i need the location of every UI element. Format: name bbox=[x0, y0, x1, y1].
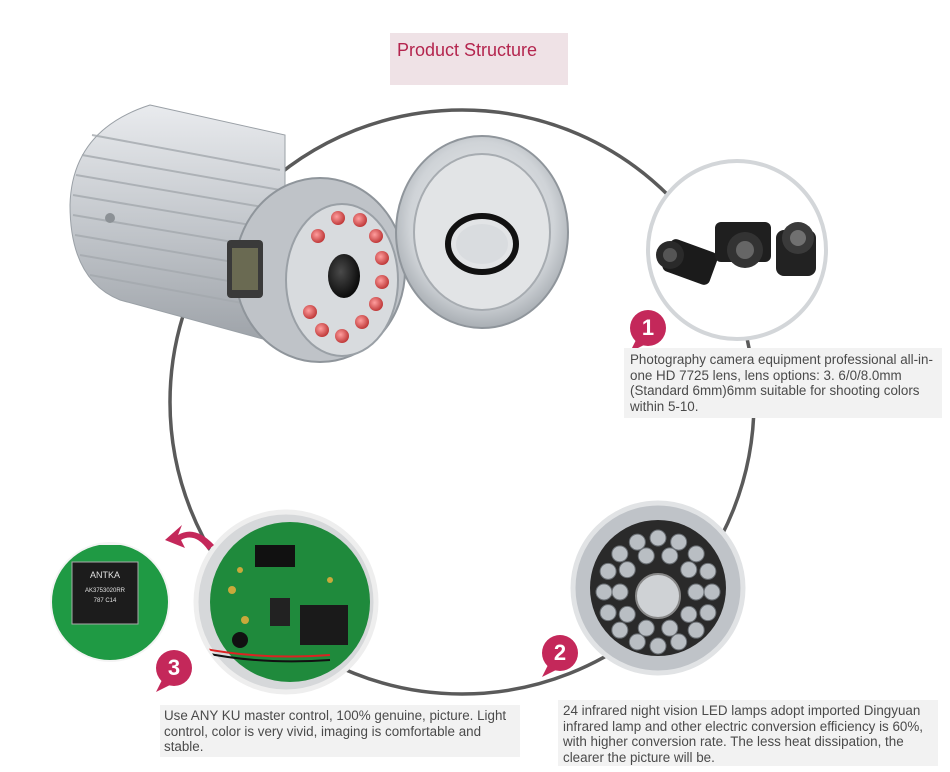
ir-led bbox=[661, 547, 679, 565]
marker-3-number: 3 bbox=[167, 655, 181, 680]
ir-led bbox=[649, 637, 667, 655]
ir-led bbox=[628, 633, 646, 651]
lens-module-3 bbox=[776, 222, 816, 276]
marker-1-number: 1 bbox=[641, 315, 655, 340]
ir-led bbox=[699, 604, 717, 622]
ir-led bbox=[637, 619, 655, 637]
ir-led bbox=[649, 529, 667, 547]
ir-led bbox=[670, 533, 688, 551]
ir-led bbox=[687, 545, 705, 563]
marker-3-icon bbox=[156, 650, 192, 692]
ir-led bbox=[595, 583, 613, 601]
ir-led bbox=[699, 562, 717, 580]
feature-2-description: 24 infrared night vision LED lamps adopt… bbox=[563, 703, 923, 765]
ir-led bbox=[618, 561, 636, 579]
ir-led bbox=[599, 604, 617, 622]
desc-1-background bbox=[624, 348, 942, 418]
chip-brand: ANTKA bbox=[90, 570, 120, 580]
ir-led bbox=[611, 583, 629, 601]
ir-led bbox=[687, 583, 705, 601]
feature-3-description: Use ANY KU master control, 100% genuine,… bbox=[164, 708, 507, 754]
master-control-pcb-photo bbox=[193, 509, 379, 695]
ir-led-ring bbox=[595, 529, 721, 655]
ir-led bbox=[637, 547, 655, 565]
ir-led bbox=[703, 583, 721, 601]
chip-model: AK3753020RR bbox=[85, 588, 126, 594]
lens-options-photo bbox=[646, 159, 828, 341]
curved-arrow-icon bbox=[165, 525, 214, 550]
ir-led-board-photo bbox=[570, 500, 746, 676]
camera-body bbox=[69, 104, 406, 363]
desc-2-background bbox=[558, 700, 938, 766]
ir-led bbox=[670, 633, 688, 651]
lens-module-2 bbox=[715, 222, 771, 268]
ir-led bbox=[680, 605, 698, 623]
marker-2-icon bbox=[542, 635, 578, 677]
title-box bbox=[390, 33, 568, 85]
ir-led bbox=[611, 545, 629, 563]
marker-2-number: 2 bbox=[553, 640, 567, 665]
desc-3-background bbox=[160, 705, 520, 757]
page-title: Product Structure bbox=[397, 40, 538, 60]
ir-led bbox=[611, 621, 629, 639]
ir-led bbox=[599, 562, 617, 580]
back-cap bbox=[395, 135, 569, 329]
feature-1-description: Photography camera equipment professiona… bbox=[630, 352, 933, 414]
ir-led bbox=[661, 619, 679, 637]
ir-led bbox=[680, 561, 698, 579]
chip-code: 787 C14 bbox=[94, 598, 117, 604]
master-chip-closeup: ANTKA AK3753020RR 787 C14 bbox=[50, 542, 170, 662]
ir-led bbox=[628, 533, 646, 551]
ir-led bbox=[687, 621, 705, 639]
ir-led bbox=[618, 605, 636, 623]
lens-module-1 bbox=[656, 239, 718, 285]
